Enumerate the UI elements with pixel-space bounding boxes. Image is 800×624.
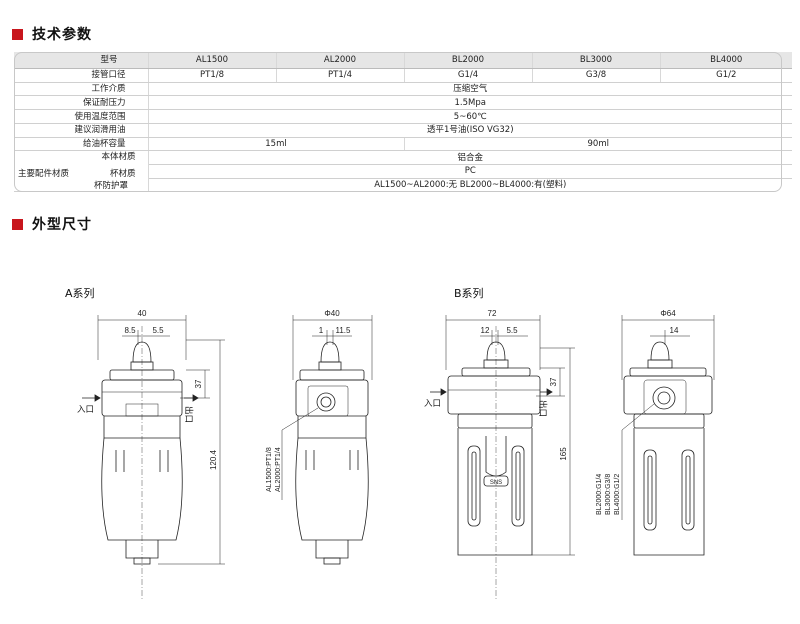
b-dim-5-5: 5.5 [506, 326, 518, 335]
row-oil: 建议润滑用油 透平1号油(ISO VG32) [14, 123, 792, 138]
row-body-material: 主要配件材质 本体材质 铝合金 [14, 150, 792, 192]
a-side-dim-11-5: 11.5 [336, 326, 352, 335]
sub-label: 本体材质 [101, 152, 136, 163]
header-model: BL4000 [660, 52, 792, 69]
b-brand-mark: SNS [490, 480, 502, 486]
cell: PT1/4 [276, 68, 405, 83]
b-dim-37: 37 [549, 377, 558, 386]
header-model: AL2000 [276, 52, 405, 69]
row-label: 保证耐压力 [14, 95, 149, 111]
section-title: 技术参数 [32, 27, 92, 43]
section-title: 外型尺寸 [32, 217, 92, 233]
a-side-drawing: Φ40 1 11.5 AL1500:PT1/8 AL2000:PT1/4 [266, 309, 373, 565]
sub-label-guard: 杯防护罩 [94, 181, 129, 191]
row-medium: 工作介质 压缩空气 [14, 82, 792, 97]
row-cup-material: PC [14, 164, 792, 179]
cell: AL1500~AL2000:无 BL2000~BL4000:有(塑料) [374, 180, 567, 191]
row-cup: 给油杯容量 15ml 90ml [14, 137, 792, 152]
a-front-drawing: 40 8.5 5.5 37 120.4 入口 出口 [77, 309, 225, 600]
b-front-drawing: 72 12 5.5 SNS 37 165 入口 出口 [424, 309, 575, 600]
row-guard: AL1500~AL2000:无 BL2000~BL4000:有(塑料) [14, 178, 792, 191]
section-marker [12, 28, 23, 40]
b-series-label: B系列 [454, 287, 484, 300]
a-dim-120-4: 120.4 [209, 449, 218, 470]
header-model: AL1500 [148, 52, 277, 69]
section-dimensions: 外型尺寸 [12, 214, 92, 234]
a-dim-5-5: 5.5 [152, 326, 164, 335]
cell: G3/8 [532, 68, 661, 83]
row-port: 接管口径 PT1/8 PT1/4 G1/4 G3/8 G1/2 [14, 68, 792, 83]
header-model: BL2000 [404, 52, 533, 69]
header-label: 型号 [14, 52, 149, 69]
b-inlet-label: 入口 [424, 399, 441, 409]
row-label: 工作介质 [14, 82, 149, 97]
a-side-dia: Φ40 [324, 309, 340, 318]
spec-header-row: 型号 AL1500 AL2000 BL2000 BL3000 BL4000 [14, 52, 792, 69]
row-label: 使用温度范围 [14, 109, 149, 124]
a-side-port-2: AL2000:PT1/4 [275, 447, 282, 492]
row-label: 接管口径 [14, 68, 149, 83]
cell: 15ml [148, 137, 405, 152]
b-side-dia: Φ64 [660, 309, 676, 318]
materials-group-label: 主要配件材质 本体材质 [14, 150, 149, 192]
a-side-port-1: AL1500:PT1/8 [266, 447, 273, 492]
materials-label: 主要配件材质 [18, 169, 70, 180]
cell: 压缩空气 [148, 82, 792, 97]
cell: G1/4 [404, 68, 533, 83]
row-label: 给油杯容量 [14, 137, 149, 152]
b-width-dim: 72 [488, 309, 497, 318]
cell: 5~60℃ [148, 109, 792, 124]
b-outlet-label: 出口 [537, 400, 548, 417]
cell: 透平1号油(ISO VG32) [148, 123, 792, 138]
a-inlet-label: 入口 [77, 405, 94, 415]
b-side-drawing: Φ64 14 BL2000:G1/4 BL3000:G3/8 BL4000:G1… [596, 309, 715, 556]
sub-label-cup: 杯材质 [110, 169, 136, 179]
header-model: BL3000 [532, 52, 661, 69]
b-side-port-1: BL2000:G1/4 [596, 474, 603, 515]
section-marker [12, 218, 23, 230]
row-label: 建议润滑用油 [14, 123, 149, 138]
b-side-port-3: BL4000:G1/2 [614, 474, 621, 515]
spec-table: 型号 AL1500 AL2000 BL2000 BL3000 BL4000 接管… [14, 52, 792, 192]
a-side-dim-1: 1 [319, 326, 324, 335]
cell: PT1/8 [148, 68, 277, 83]
section-tech-params: 技术参数 [12, 24, 92, 44]
cell: PC [148, 164, 792, 179]
row-temp: 使用温度范围 5~60℃ [14, 109, 792, 124]
cell: 90ml [404, 137, 792, 152]
cell: 1.5Mpa [148, 95, 792, 111]
b-dim-165: 165 [559, 447, 568, 461]
b-side-dim-14: 14 [670, 326, 679, 335]
a-dim-37: 37 [194, 379, 203, 388]
b-dim-12: 12 [481, 326, 490, 335]
row-pressure: 保证耐压力 1.5Mpa [14, 95, 792, 111]
cell: 铝合金 [148, 150, 792, 166]
a-width-dim: 40 [138, 309, 147, 318]
spec-table-container: 型号 AL1500 AL2000 BL2000 BL3000 BL4000 接管… [14, 52, 792, 192]
a-outlet-label: 出口 [183, 406, 194, 423]
cell: G1/2 [660, 68, 792, 83]
a-dim-8-5: 8.5 [124, 326, 136, 335]
a-series-label: A系列 [65, 287, 95, 300]
b-side-port-2: BL3000:G3/8 [605, 474, 612, 515]
